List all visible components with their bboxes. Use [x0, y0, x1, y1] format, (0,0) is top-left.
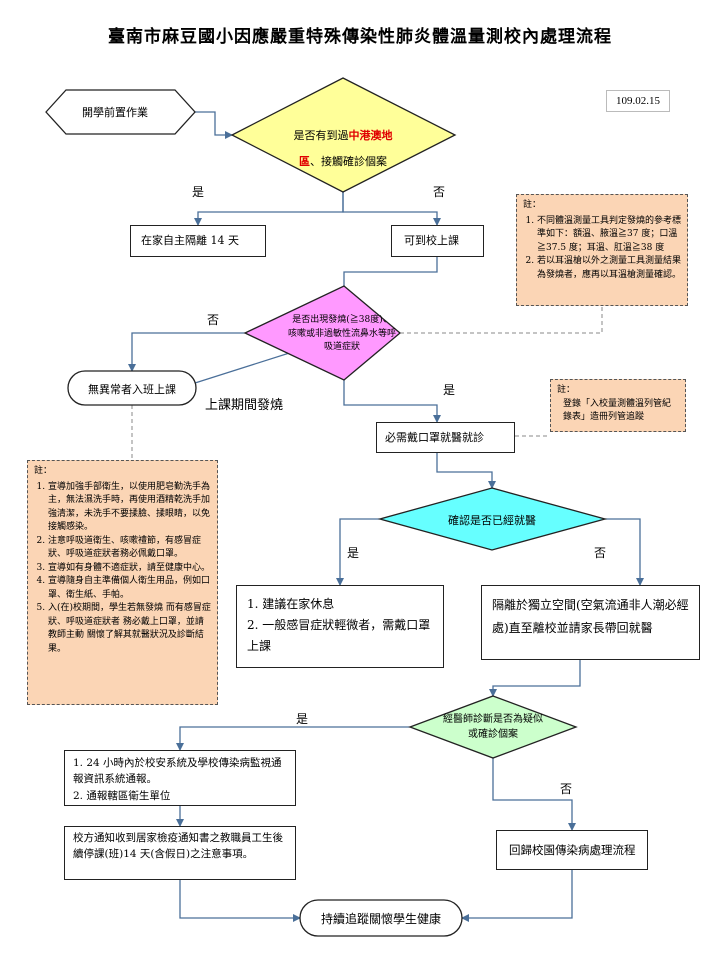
date-label: 109.02.15 [616, 95, 660, 107]
note2-heading: 註： [557, 385, 576, 395]
arrow-return-to-end [461, 870, 573, 922]
advice-box: 1. 建議在家休息 2. 一般感冒症狀輕微者，需戴口罩上課 [236, 585, 444, 668]
decision3-diamond [377, 487, 608, 551]
start-label: 開學前置作業 [82, 106, 148, 119]
note3-box: 註： 宣導加強手部衛生，以使用肥皂勤洗手為主，無法濕洗手時，再使用酒精乾洗手加強… [27, 460, 218, 705]
advice-line2: 2. 一般感冒症狀輕微者，需戴口罩上課 [247, 618, 431, 653]
decision1-highlight: 中港澳地區 [299, 129, 393, 168]
note3-item: 宣導隨身自主準備個人衛生用品，例如口罩、衛生紙、手帕。 [48, 575, 211, 602]
decision1-diamond [230, 77, 457, 193]
report-box: 1. 24 小時內於校安系統及學校傳染病監視通報資訊系統通報。 2. 通報轄區衛… [64, 750, 296, 806]
isolate-label: 隔離於獨立空間(空氣流通非人潮必經處)直至離校並請家長帶回就醫 [492, 598, 689, 635]
arrow-decision1-yes [194, 192, 344, 226]
decision4-diamond [408, 695, 578, 759]
arrow-decision2-yes [343, 380, 441, 423]
decision2-no-label: 否 [207, 313, 220, 327]
decision3-no-label: 否 [594, 546, 607, 560]
note3-item: 注意呼吸道衛生、咳嗽禮節，有感冒症狀、呼吸道症狀者務必佩戴口罩。 [48, 535, 211, 562]
note1-item: 若以耳溫槍以外之測量工具測量結果為發燒者，應再以耳溫槍測量確認。 [537, 255, 681, 282]
note3-item: 宣導如有身體不適症狀，請至健康中心。 [48, 562, 211, 576]
arrow-decision2-no [128, 332, 245, 372]
isolate-box: 隔離於獨立空間(空氣流通非人潮必經處)直至離校並請家長帶回就醫 [481, 585, 700, 660]
arrow-start-to-decision1 [195, 111, 233, 139]
go-school-label: 可到校上課 [404, 234, 459, 247]
arrow-decision1-no [342, 192, 441, 226]
report-line2: 2. 通報轄區衛生單位 [73, 789, 171, 802]
arrow-decision4-yes [176, 726, 410, 751]
decision3-yes-label: 是 [347, 546, 360, 560]
arrow-isolate-to-decision4 [489, 660, 581, 697]
arrow-goschool-to-decision2 [340, 257, 438, 301]
go-school-box: 可到校上課 [391, 225, 484, 257]
note2-box: 註： 登錄「入校量測體溫列管紀錄表」造冊列管追蹤 [550, 379, 686, 432]
decision1-prefix: 是否有到過 [293, 129, 349, 142]
arrow-notice-to-end [179, 880, 301, 922]
arrow-mask-to-decision3 [436, 453, 496, 489]
decision1-suffix: 、接觸確診個案 [310, 155, 387, 168]
home-isolation-label: 在家自主隔離 14 天 [141, 234, 239, 247]
note1-box: 註： 不同體溫測量工具判定發燒的參考標準如下：額溫、腋溫≧37 度；口溫≧37.… [516, 194, 688, 306]
return-label: 回歸校園傳染病處理流程 [509, 843, 636, 857]
home-isolation-box: 在家自主隔離 14 天 [130, 225, 266, 257]
end-shape [299, 899, 463, 937]
note1-item: 不同體溫測量工具判定發燒的參考標準如下：額溫、腋溫≧37 度；口溫≧37.5 度… [537, 215, 681, 256]
report-line1: 1. 24 小時內於校安系統及學校傳染病監視通報資訊系統通報。 [73, 757, 282, 786]
decision1-text: 是否有到過中港澳地區、接觸確診個案 [287, 123, 399, 175]
notice-box: 校方通知收到居家檢疫通知書之教職員工生後續停課(班)14 天(含假日)之注意事項… [64, 826, 296, 880]
start-shape [45, 89, 196, 135]
note3-item: 入(在)校期間，學生若無發燒 而有感冒症狀、呼吸道症狀者 務必戴上口罩，並請教師… [48, 602, 211, 656]
decision1-no-label: 否 [433, 185, 446, 199]
decision1-yes-label: 是 [192, 185, 205, 199]
normal-class-shape [67, 370, 197, 406]
decision4-no-label: 否 [560, 782, 573, 796]
fever-during-class-label: 上課期間發燒 [205, 398, 284, 413]
decision3-text: 確認是否已經就醫 [448, 514, 536, 527]
connector-note1 [400, 306, 603, 334]
decision4-text: 經醫師診斷是否為疑似或確診個案 [443, 714, 543, 740]
arrow-decision4-no [492, 758, 576, 831]
wear-mask-box: 必需戴口罩就醫就診 [376, 422, 515, 453]
wear-mask-label: 必需戴口罩就醫就診 [385, 431, 484, 444]
decision2-yes-label: 是 [443, 383, 456, 397]
arrow-fever-back [194, 347, 303, 384]
note3-item: 宣導加強手部衛生，以使用肥皂勤洗手為主，無法濕洗手時，再使用酒精乾洗手加強清潔，… [48, 481, 211, 535]
arrow-decision3-yes [336, 518, 380, 586]
arrow-decision3-no [605, 518, 644, 586]
date-box: 109.02.15 [606, 90, 670, 112]
notice-label: 校方通知收到居家檢疫通知書之教職員工生後續停課(班)14 天(含假日)之注意事項… [73, 832, 283, 861]
note1-heading: 註： [523, 200, 542, 210]
return-box: 回歸校園傳染病處理流程 [496, 830, 648, 870]
advice-line1: 1. 建議在家休息 [247, 597, 335, 611]
decision4-yes-label: 是 [296, 712, 309, 726]
note2-text: 登錄「入校量測體溫列管紀錄表」造冊列管追蹤 [563, 398, 672, 423]
normal-class-label: 無異常者入班上課 [88, 383, 176, 396]
page-title: 臺南市麻豆國小因應嚴重特殊傳染性肺炎體溫量測校內處理流程 [108, 27, 612, 47]
note3-heading: 註： [34, 466, 53, 476]
decision2-text: 是否出現發燒(≧38度)、咳嗽或非過敏性流鼻水等呼吸道症狀 [288, 315, 397, 352]
decision2-diamond [243, 285, 402, 381]
end-label: 持續追蹤關懷學生健康 [320, 912, 441, 926]
